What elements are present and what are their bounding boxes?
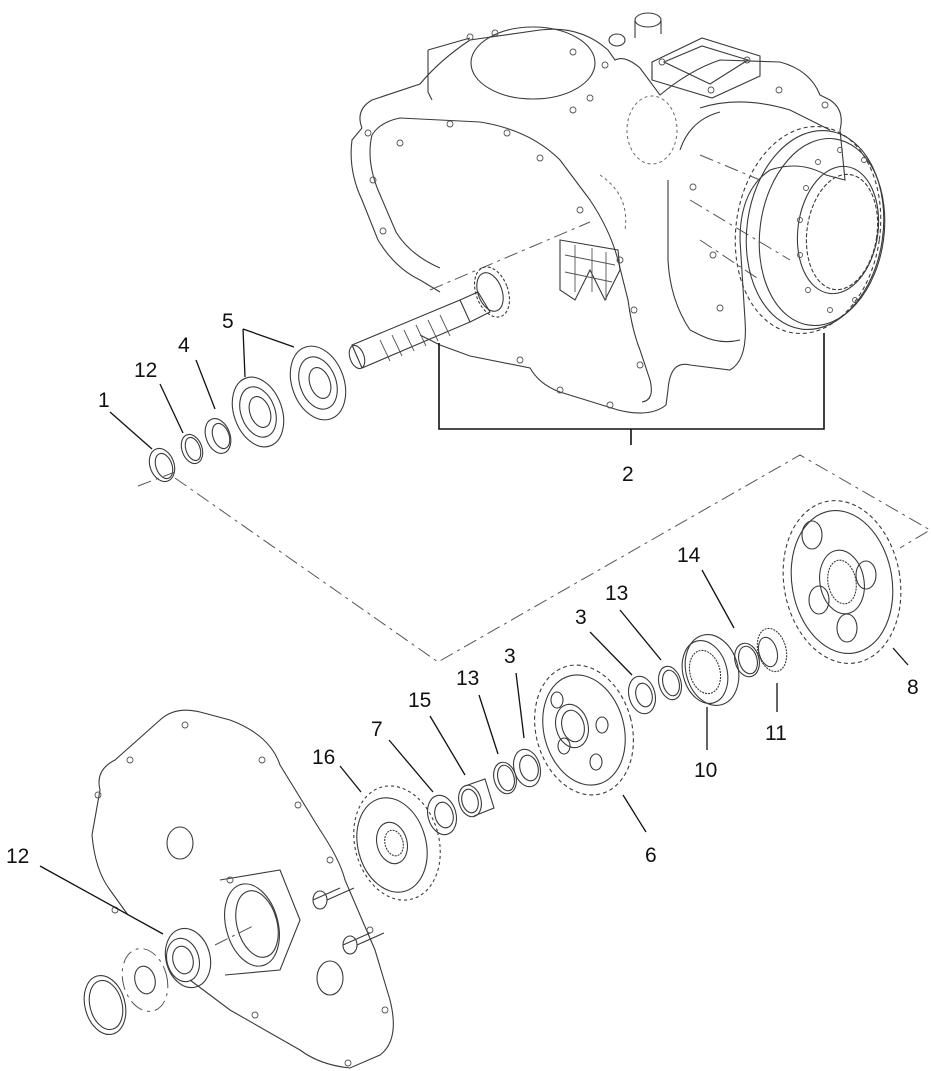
callout-11: 11 xyxy=(765,722,787,745)
callout-2: 2 xyxy=(622,463,634,486)
cover-parts xyxy=(83,924,256,1035)
gear-8 xyxy=(782,500,902,664)
callout-4: 4 xyxy=(178,334,190,357)
input-shaft-parts xyxy=(148,345,347,483)
right-chain-parts xyxy=(627,627,788,715)
middle-chain-parts xyxy=(426,748,542,836)
callout-10: 10 xyxy=(694,759,718,782)
transmission-housing xyxy=(350,12,846,414)
assembly-outline xyxy=(137,454,931,663)
callout-1: 1 xyxy=(98,389,110,412)
callout-6: 6 xyxy=(645,844,657,867)
gear-6 xyxy=(534,664,634,796)
pinion-shaft xyxy=(348,266,511,370)
callout-3: 3 xyxy=(575,606,587,629)
callout-15: 15 xyxy=(408,689,432,712)
leader-lines xyxy=(39,328,909,935)
callout-12: 12 xyxy=(134,359,158,382)
callout-13: 13 xyxy=(605,582,629,605)
callout-3: 3 xyxy=(504,645,516,668)
callout-2-bracket xyxy=(438,333,825,445)
callout-13: 13 xyxy=(456,667,480,690)
callout-16: 16 xyxy=(312,746,336,769)
ring-gear xyxy=(734,125,886,335)
callout-5: 5 xyxy=(222,310,234,333)
callout-12: 12 xyxy=(6,845,30,868)
callout-8: 8 xyxy=(907,676,919,699)
end-cover xyxy=(91,709,394,1069)
callout-14: 14 xyxy=(677,544,701,567)
callout-7: 7 xyxy=(371,718,383,741)
gear-16 xyxy=(353,785,441,901)
